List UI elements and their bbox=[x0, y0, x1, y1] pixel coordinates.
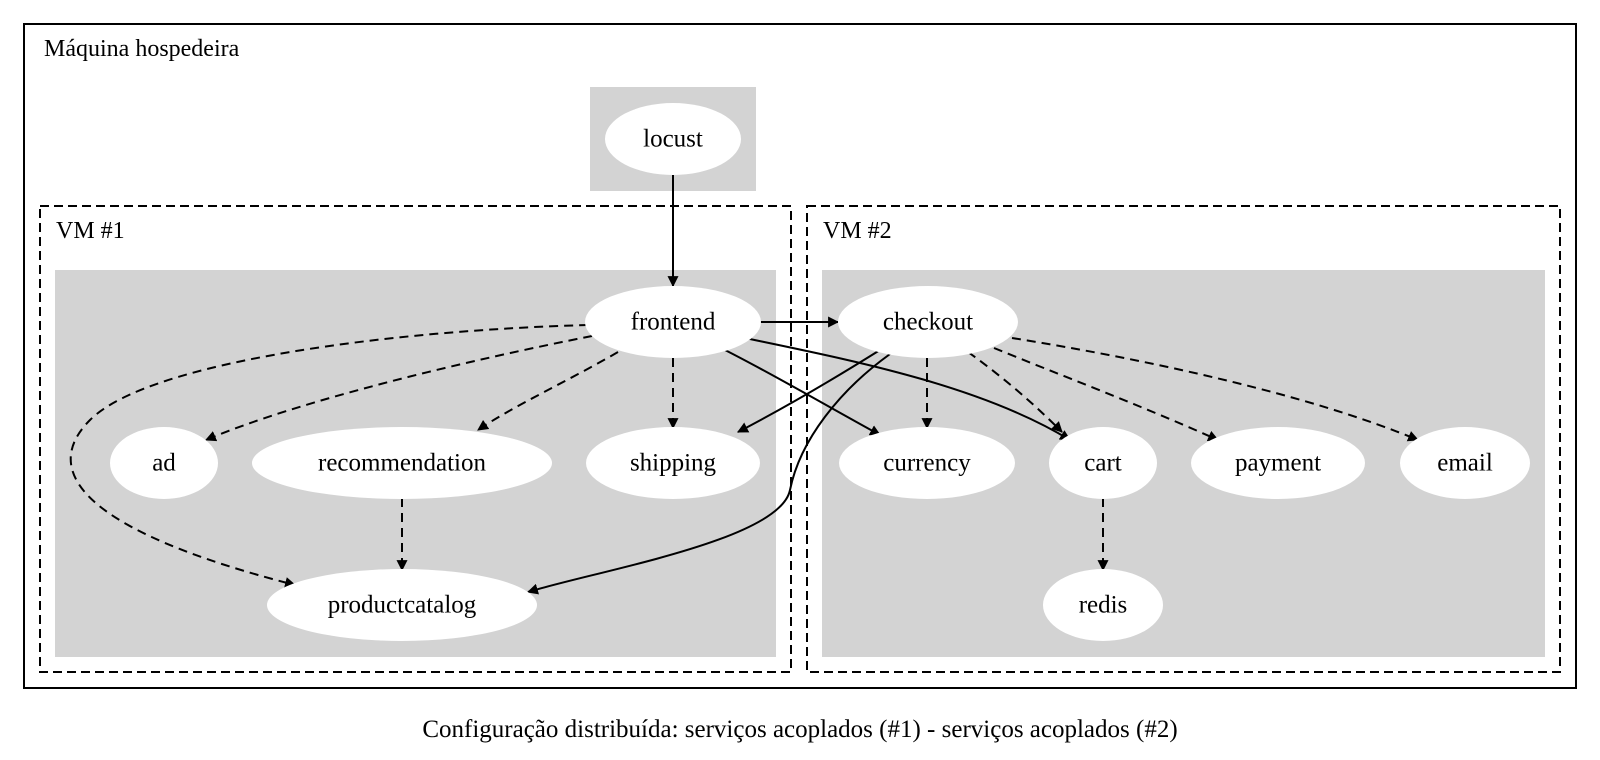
edge-frontend-ad bbox=[204, 335, 593, 442]
edge-frontend-currency bbox=[724, 349, 881, 436]
node-checkout[interactable]: checkout bbox=[838, 286, 1018, 358]
node-payment[interactable]: payment bbox=[1191, 427, 1365, 499]
node-cart[interactable]: cart bbox=[1049, 427, 1157, 499]
diagram-caption: Configuração distribuída: serviços acopl… bbox=[422, 716, 1177, 743]
node-frontend[interactable]: frontend bbox=[585, 286, 761, 358]
edges bbox=[69, 175, 1420, 595]
edge-checkout-payment bbox=[993, 347, 1220, 441]
node-label-payment: payment bbox=[1235, 450, 1321, 477]
node-currency[interactable]: currency bbox=[839, 427, 1015, 499]
edge-frontend-recommendation bbox=[477, 351, 619, 431]
edge-checkout-email bbox=[1011, 337, 1420, 442]
edge-frontend-cart bbox=[744, 337, 1071, 441]
vm2-label: VM #2 bbox=[823, 218, 892, 244]
node-label-checkout: checkout bbox=[883, 309, 973, 336]
node-label-currency: currency bbox=[883, 450, 971, 477]
node-productcatalog[interactable]: productcatalog bbox=[267, 569, 537, 641]
node-locust[interactable]: locust bbox=[605, 103, 741, 175]
edge-checkout-cart bbox=[967, 351, 1063, 433]
node-email[interactable]: email bbox=[1400, 427, 1530, 499]
node-label-productcatalog: productcatalog bbox=[328, 592, 477, 619]
node-label-email: email bbox=[1437, 450, 1493, 477]
node-redis[interactable]: redis bbox=[1043, 569, 1163, 641]
node-label-locust: locust bbox=[643, 126, 703, 153]
host-label: Máquina hospedeira bbox=[44, 36, 240, 62]
vm1-label: VM #1 bbox=[56, 218, 125, 244]
node-shipping[interactable]: shipping bbox=[586, 427, 760, 499]
node-ad[interactable]: ad bbox=[110, 427, 218, 499]
node-label-cart: cart bbox=[1084, 450, 1122, 477]
node-label-redis: redis bbox=[1079, 592, 1128, 619]
node-label-ad: ad bbox=[152, 450, 176, 477]
edge-checkout-shipping bbox=[737, 349, 881, 433]
edge-checkout-productcatalog bbox=[526, 353, 891, 595]
node-recommendation[interactable]: recommendation bbox=[252, 427, 552, 499]
node-label-recommendation: recommendation bbox=[318, 450, 486, 477]
node-label-frontend: frontend bbox=[631, 309, 716, 336]
node-label-shipping: shipping bbox=[630, 450, 717, 477]
